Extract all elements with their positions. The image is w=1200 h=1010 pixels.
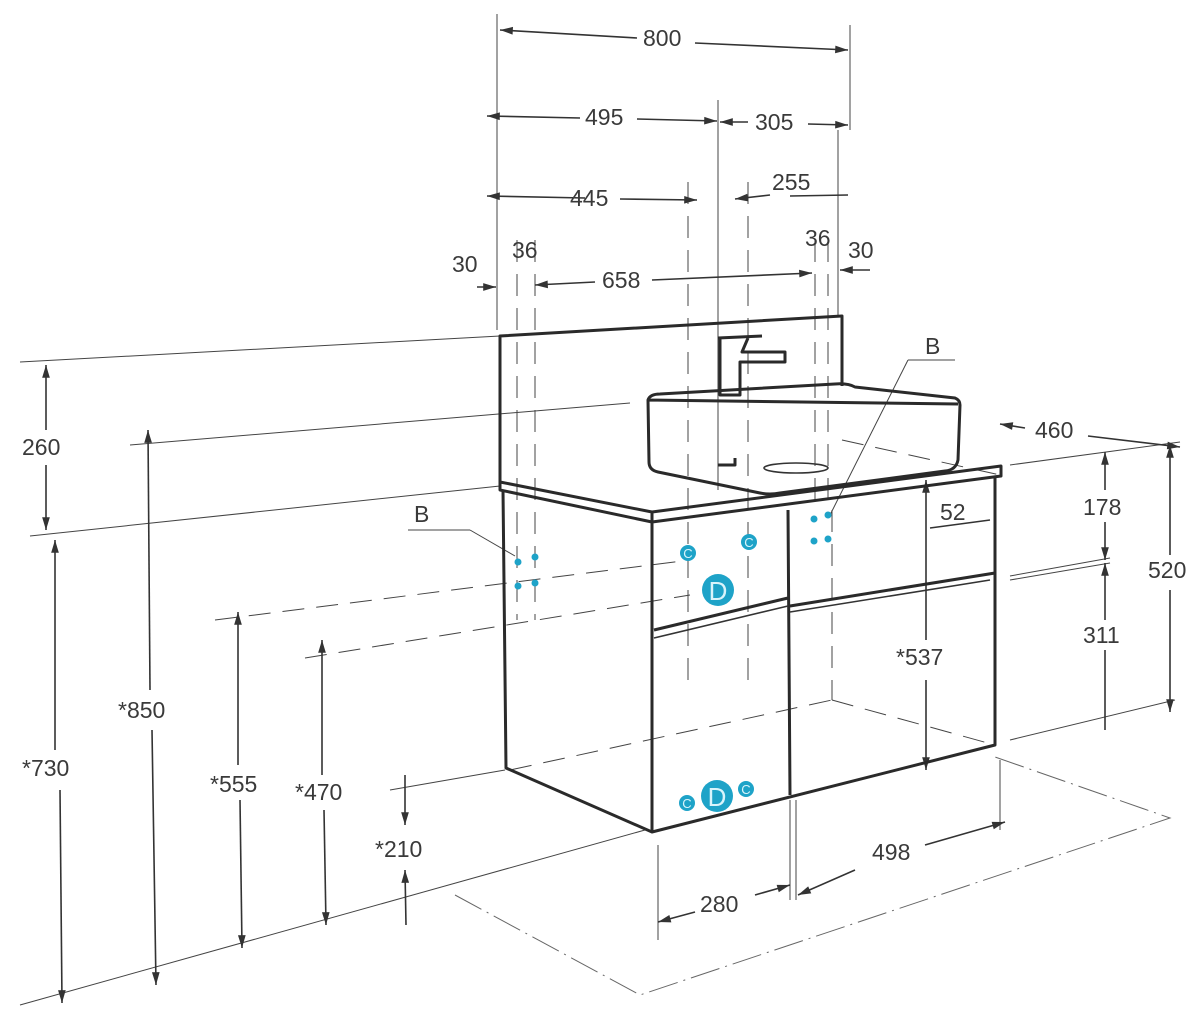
floor-outline <box>454 756 1172 996</box>
countertop <box>498 464 1003 524</box>
label-b-right: B <box>925 333 940 359</box>
mount-markers: C C D C D C <box>514 511 832 812</box>
label-b-left: B <box>414 501 429 527</box>
dimension-lines <box>42 26 1181 1004</box>
dim-445: 445 <box>570 185 608 211</box>
dimension-labels: 800 495 305 445 255 30 36 658 36 30 260 … <box>22 25 1186 917</box>
dim-305: 305 <box>755 109 793 135</box>
dim-495: 495 <box>585 104 623 130</box>
dim-52: 52 <box>940 499 966 525</box>
svg-text:C: C <box>744 535 753 550</box>
dim-36-left: 36 <box>512 237 538 263</box>
dim-498: 498 <box>872 839 910 865</box>
basin <box>646 382 962 496</box>
dim-36-right: 36 <box>805 225 831 251</box>
drawer-divider <box>653 509 996 796</box>
vanity-cabinet <box>498 314 1003 834</box>
dim-178: 178 <box>1083 494 1121 520</box>
dim-460: 460 <box>1035 417 1073 443</box>
backsplash <box>498 314 844 484</box>
svg-text:D: D <box>709 576 728 606</box>
dim-850: *850 <box>118 697 165 723</box>
dim-210: *210 <box>375 836 422 862</box>
dim-730: *730 <box>22 755 69 781</box>
dim-311: 311 <box>1083 622 1120 648</box>
dim-30-right: 30 <box>848 237 874 263</box>
dim-30-left: 30 <box>452 251 478 277</box>
cabinet-body <box>501 478 997 834</box>
dim-260: 260 <box>22 434 60 460</box>
svg-text:C: C <box>682 796 691 811</box>
dim-658: 658 <box>602 267 640 293</box>
svg-text:C: C <box>683 546 692 561</box>
drain-hole <box>763 462 829 474</box>
dim-555: *555 <box>210 771 257 797</box>
dim-470: *470 <box>295 779 342 805</box>
svg-text:D: D <box>708 782 727 812</box>
dim-520: 520 <box>1148 557 1186 583</box>
dim-280: 280 <box>700 891 738 917</box>
dim-255: 255 <box>772 169 810 195</box>
faucet-icon <box>717 334 787 467</box>
extension-lines <box>19 14 1181 1006</box>
svg-text:C: C <box>741 782 750 797</box>
dim-800: 800 <box>643 25 681 51</box>
dim-537: *537 <box>896 644 943 670</box>
